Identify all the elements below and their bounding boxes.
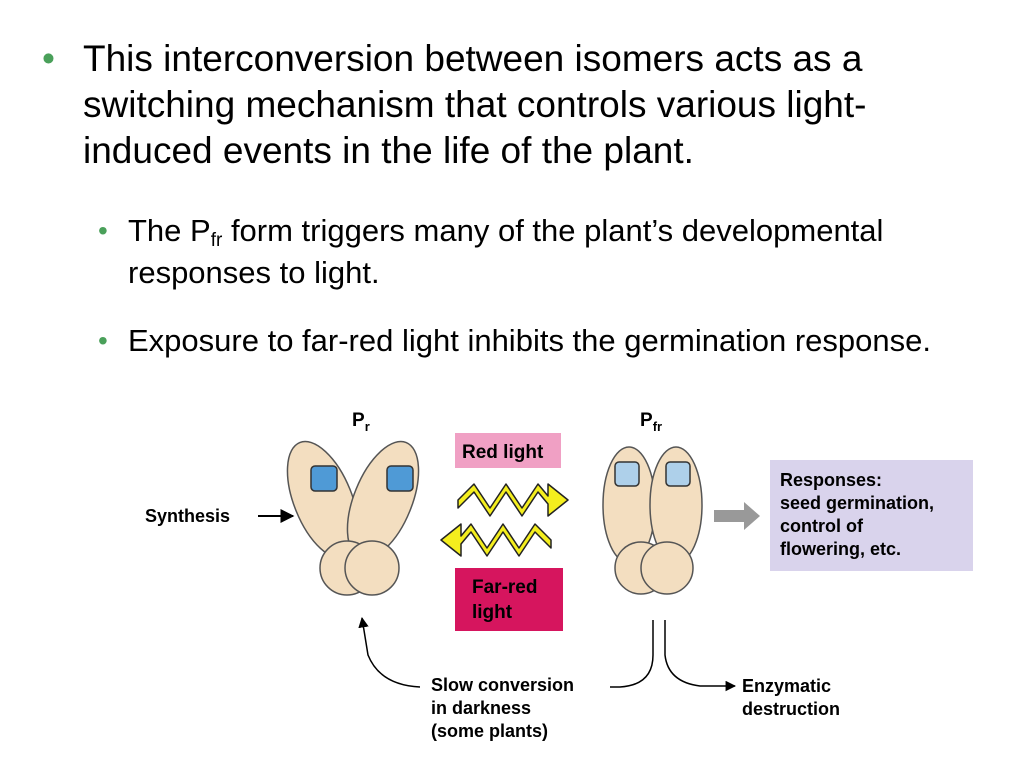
pfr-chromophore	[665, 461, 691, 487]
gray-arrow-icon	[714, 502, 760, 530]
bullet-sub-pfr-post: form triggers many of the plant’s develo…	[128, 213, 884, 290]
pr-molecule: Pr	[286, 410, 420, 596]
slow-conversion-line3: (some plants)	[431, 721, 548, 741]
responses-line3: control of	[780, 516, 864, 536]
bullet-sub-pfr-pre: The P	[128, 213, 211, 248]
enzymatic-line1: Enzymatic	[742, 676, 831, 696]
far-red-label-line1: Far-red	[472, 577, 537, 598]
pfr-molecule: Pfr	[602, 410, 703, 595]
pfr-subscript: fr	[210, 230, 223, 251]
red-light-box	[455, 433, 561, 468]
synthesis-label: Synthesis	[145, 506, 230, 526]
pfr-chromophore	[614, 461, 640, 487]
slow-conversion-line	[610, 620, 654, 688]
zigzag-arrow-right-icon	[457, 483, 569, 517]
responses-line4: flowering, etc.	[780, 539, 901, 559]
pr-chromophore	[310, 465, 338, 492]
responses-box	[770, 460, 973, 571]
pfr-protein	[602, 446, 703, 595]
red-light-label: Red light	[462, 442, 544, 463]
bullet-main: This interconversion between isomers act…	[83, 38, 867, 171]
slow-conversion-line1: Slow conversion	[431, 675, 574, 695]
pr-label: Pr	[352, 410, 370, 434]
enzymatic-destruction-arrow-icon	[664, 620, 737, 692]
zigzag-arrow-left-icon	[440, 523, 552, 557]
pfr-label: Pfr	[640, 410, 662, 434]
far-red-label-line2: light	[472, 602, 513, 623]
bullet-dot: •	[98, 325, 108, 356]
bullet-dot: •	[42, 38, 55, 79]
slow-conversion-arrow-icon	[358, 616, 421, 688]
enzymatic-line2: destruction	[742, 699, 840, 719]
far-red-light-box	[455, 568, 563, 631]
responses-line1: Responses:	[780, 470, 882, 490]
slow-conversion-line2: in darkness	[431, 698, 531, 718]
bullet-dot: •	[98, 215, 108, 246]
bullet-sub-pfr: The Pfr form triggers many of the plant’…	[128, 210, 988, 294]
pr-protein	[286, 440, 420, 596]
bullet-sub-far-red: Exposure to far-red light inhibits the g…	[128, 323, 931, 358]
responses-line2: seed germination,	[780, 493, 934, 513]
pr-chromophore	[386, 465, 414, 492]
